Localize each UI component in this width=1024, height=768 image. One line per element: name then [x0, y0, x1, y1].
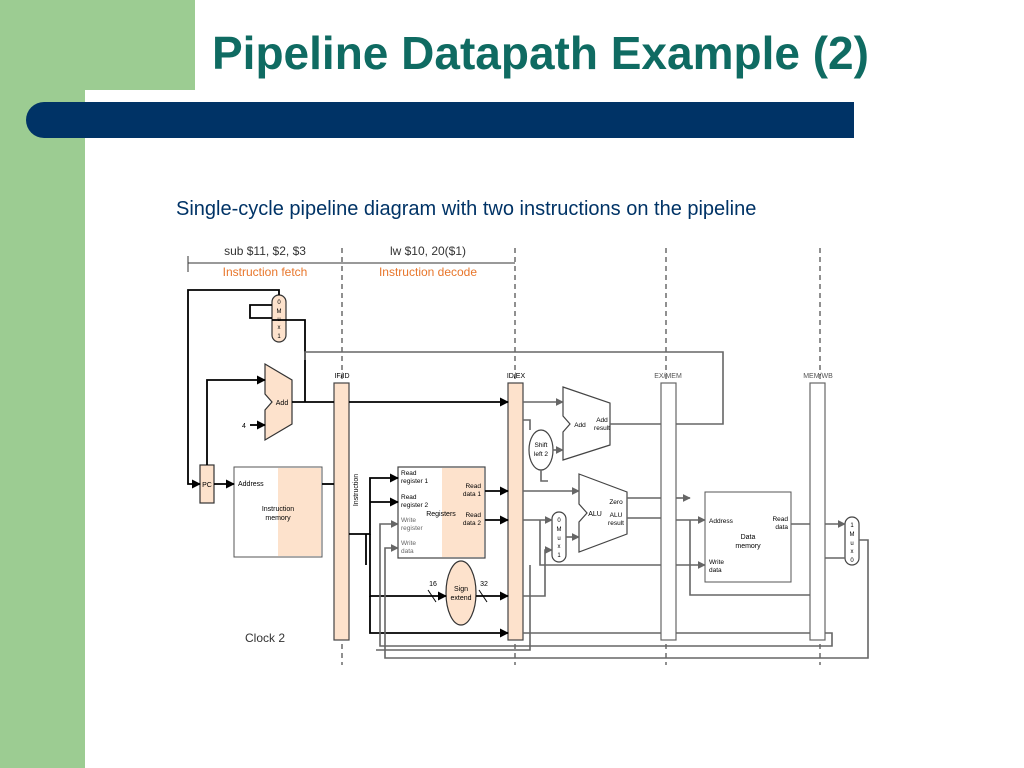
mem-stage: Address Read data Data memory Write data [704, 491, 792, 583]
stage-header: sub $11, $2, $3 lw $10, 20($1) Instructi… [187, 244, 515, 279]
rf-write-data-b: data [401, 548, 414, 555]
rf-read-reg2-a: Read [401, 494, 417, 501]
mem-wb-register [809, 382, 826, 641]
stage-if-label: Instruction fetch [223, 265, 308, 279]
mux-wb-m: M [850, 532, 855, 538]
register-file: Read register 1 Read register 2 Write re… [397, 466, 486, 559]
alu-label: ALU [588, 511, 602, 518]
rf-write-reg-b: register [401, 525, 424, 532]
constant-four: 4 [242, 423, 246, 430]
rf-read-data1-b: data 1 [463, 491, 481, 498]
if-id-label: IF/ID [334, 373, 349, 380]
rf-read-data1-a: Read [465, 483, 481, 490]
mux-alu-0: 0 [557, 518, 561, 524]
mem-to-reg-mux [844, 516, 860, 566]
alu-result-b: result [608, 520, 624, 527]
slide-subtitle: Single-cycle pipeline diagram with two i… [176, 198, 757, 220]
mux-wb-0: 0 [850, 558, 854, 564]
mux-top-x: x [278, 325, 281, 331]
alu-zero: Zero [609, 499, 623, 506]
dmem-label-1: Data [741, 534, 756, 541]
clock-label: Clock 2 [245, 631, 285, 645]
sign-extend-unit: Sign extend 16 32 [429, 560, 488, 626]
mux-wb-u: u [850, 541, 853, 547]
rf-read-reg1-a: Read [401, 470, 417, 477]
later-stage-wires [304, 351, 869, 659]
top-left-accent [0, 0, 195, 90]
mux-top-0: 0 [277, 300, 281, 306]
mux-alu-m: M [557, 527, 562, 533]
instr-id-label: lw $10, 20($1) [390, 244, 466, 258]
slide-title: Pipeline Datapath Example (2) [212, 27, 869, 79]
shift-left-2 [528, 429, 554, 471]
id-ex-label: ID/EX [507, 373, 526, 380]
shift-b: left 2 [534, 451, 548, 458]
sign-extend-a: Sign [454, 586, 468, 593]
rf-write-data-a: Write [401, 540, 416, 547]
mux-top-m: M [277, 309, 282, 315]
imem-label-1: Instruction [262, 506, 294, 513]
pipeline-registers: IF/ID ID/EX EX/MEM MEM/WB Instruction [333, 373, 833, 641]
shift-a: Shift [534, 442, 547, 449]
mux-wb-x: x [851, 549, 854, 555]
id-ex-register [507, 382, 524, 641]
mux-alu-u: u [557, 536, 560, 542]
stage-boundaries [341, 248, 821, 665]
dmem-write-a: Write [709, 559, 724, 566]
dmem-read-b: data [775, 524, 788, 531]
if-wires [187, 289, 509, 489]
pc-adder-label: Add [276, 400, 289, 407]
mux-top-1: 1 [277, 334, 281, 340]
alu-result-a: ALU [610, 512, 623, 519]
bits-32-label: 32 [480, 581, 488, 588]
imem-label-2: memory [265, 515, 291, 522]
rf-registers-label: Registers [426, 511, 456, 518]
ex-stage: Add Add result Shift left 2 0 M u x 1 AL… [528, 386, 628, 563]
sign-extend-b: extend [450, 595, 471, 602]
pipeline-datapath-diagram: sub $11, $2, $3 lw $10, 20($1) Instructi… [187, 244, 869, 665]
mux-alu-1: 1 [557, 553, 561, 559]
rf-read-reg1-b: register 1 [401, 478, 428, 485]
branch-adder-result-a: Add [596, 417, 608, 424]
dmem-read-a: Read [772, 516, 788, 523]
instruction-vertical-label: Instruction [353, 474, 360, 506]
dmem-address: Address [709, 518, 734, 525]
ex-mem-register [660, 382, 677, 641]
ex-mem-label: EX/MEM [654, 373, 682, 380]
imem-address-label: Address [238, 481, 264, 488]
mem-wb-label: MEM/WB [803, 373, 833, 380]
data-memory [704, 491, 792, 583]
id-wires [349, 473, 509, 638]
rf-read-reg2-b: register 2 [401, 502, 428, 509]
mux-alu-x: x [558, 544, 561, 550]
rf-read-data2-b: data 2 [463, 520, 481, 527]
rf-write-reg-a: Write [401, 517, 416, 524]
dmem-label-2: memory [735, 543, 761, 550]
bits-16-label: 16 [429, 581, 437, 588]
if-id-register [333, 382, 350, 641]
if-stage: 0 M u x 1 Add 4 PC Address Instruction m… [199, 294, 323, 558]
dmem-write-b: data [709, 567, 722, 574]
pc-label: PC [202, 482, 212, 489]
wb-stage: 1 M u x 0 [844, 516, 860, 566]
branch-adder-label: Add [574, 422, 586, 429]
branch-adder-result-b: result [594, 425, 610, 432]
rf-read-data2-a: Read [465, 512, 481, 519]
sign-extend-ellipse [445, 560, 477, 626]
title-underline-bar [26, 102, 854, 138]
stage-id-label: Instruction decode [379, 265, 477, 279]
mux-wb-1: 1 [850, 523, 854, 529]
instr-if-label: sub $11, $2, $3 [224, 244, 306, 258]
